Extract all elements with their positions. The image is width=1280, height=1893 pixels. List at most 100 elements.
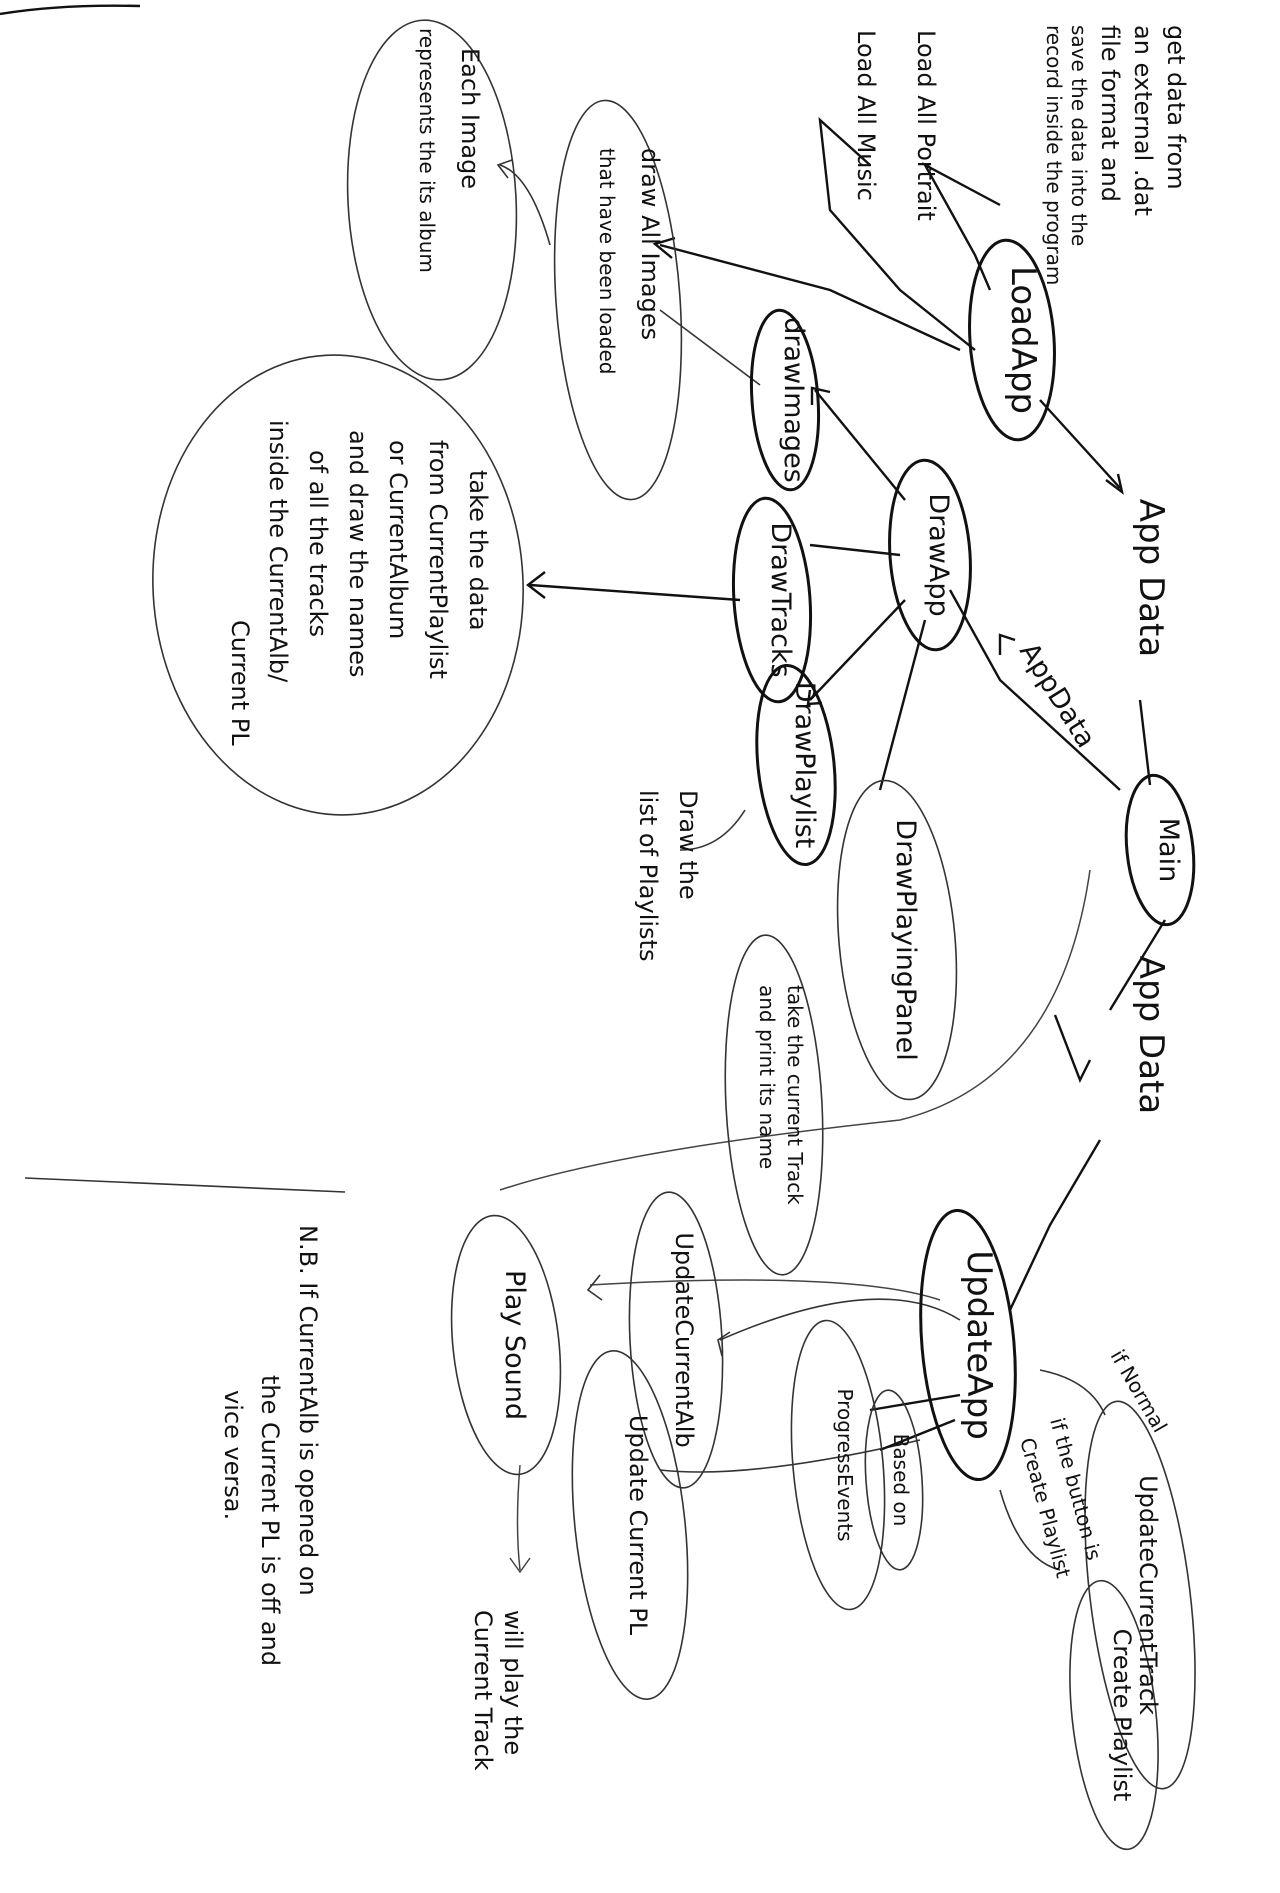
arrowhead	[652, 236, 676, 259]
edge-drawplaylist-drawlist	[679, 809, 746, 851]
note-take-data-line-2: from CurrentPlaylist	[424, 440, 452, 679]
node-label-updatecurrenttrack: UpdateCurrentTrack	[1134, 1475, 1162, 1715]
node-shape-updatecurrentpl	[571, 1350, 689, 1700]
arrowhead	[717, 1331, 731, 1357]
note-take-current-track-line-1: take the current Track	[783, 985, 807, 1205]
node-label-drawimages: drawImages	[778, 317, 809, 483]
note-each-image-line-1: Each Image	[456, 48, 484, 189]
edge-updateapp-currenttrack	[1039, 1369, 1106, 1416]
node-shape-drawplaylist	[755, 663, 837, 867]
edge-main-drawapp	[948, 589, 1121, 791]
note-take-data-line-6: inside the CurrentAlb/	[264, 420, 292, 683]
node-shape-takecurrenttrack	[724, 934, 824, 1276]
edge-drawapp-drawtracks	[809, 543, 901, 557]
node-label-updateapp: UpdateApp	[959, 1250, 999, 1440]
note-take-data-line-1: take the data	[464, 470, 492, 631]
note-get-data-line-2: an external .dat	[1129, 25, 1157, 216]
edge-updateapp-playsound	[589, 1279, 941, 1301]
edge-appdata-main	[1138, 699, 1152, 786]
node-label-basedon: Based on	[889, 1434, 913, 1527]
node-label-drawapp: DrawApp	[923, 493, 954, 616]
node-label-appdata-top: App Data	[1131, 499, 1171, 657]
node-label-createplaylist: Create Playlist	[1108, 1629, 1136, 1802]
edge-main-playsound	[499, 869, 1091, 1191]
arrowhead	[806, 689, 823, 706]
note-get-data-line-1: get data from	[1162, 25, 1190, 190]
edge-updateapp-currentpl	[659, 1439, 921, 1473]
edge-updateapp-basedon	[879, 1418, 956, 1452]
node-shape-loadapp	[968, 238, 1056, 442]
note-take-data-line-5: of all the tracks	[304, 450, 332, 637]
edge-drawapp-drawimages	[814, 389, 906, 501]
node-label-appdata-right: App Data	[1131, 956, 1171, 1114]
edge-updateapp-events	[869, 1393, 961, 1412]
edge-drawapp-drawplaylist	[809, 599, 906, 701]
note-take-data-line-7: Current PL	[226, 620, 254, 746]
note-get-data-line-5: record inside the program	[1042, 25, 1066, 285]
edge-loadapp-appdata	[1039, 399, 1121, 489]
arrowhead	[509, 1557, 531, 1574]
node-shape-playsound	[450, 1214, 562, 1476]
arrowhead	[1105, 473, 1124, 495]
note-take-data-line-3: or CurrentAlbum	[384, 440, 412, 639]
edge-drawimages-drawallimages	[659, 309, 761, 386]
arrowhead	[586, 1274, 603, 1301]
note-shape-takedata	[152, 354, 524, 816]
note-draw-list-line-2: list of Playlists	[634, 790, 662, 961]
node-label-drawplaylist: DrawPlaylist	[789, 682, 820, 848]
note-take-data-line-4: and draw the names	[344, 430, 372, 677]
edge-appdata-updateapp	[1008, 1139, 1102, 1311]
edge-loadapp-music	[818, 116, 976, 351]
arrowhead	[496, 159, 513, 179]
note-shape-drawallimages	[553, 99, 683, 501]
note-load-portrait: Load All Portrait	[912, 30, 940, 221]
note-nb-line-3: vice versa.	[219, 1390, 247, 1520]
note-nb-line-2: the Current PL is off and	[256, 1375, 284, 1666]
node-shape-drawimages	[749, 308, 821, 492]
node-shape-processevents	[790, 1319, 886, 1611]
edge-updateapp-createplaylist	[999, 1489, 1061, 1571]
edge-load-drawallimages	[659, 243, 961, 352]
node-shape-updateapp	[919, 1208, 1017, 1482]
node-shape-main	[1124, 773, 1196, 927]
edge-drawallimages-eachimage	[499, 164, 551, 246]
node-label-playsound: Play Sound	[499, 1270, 530, 1420]
stray-stroke-top	[0, 4, 141, 16]
note-get-data-line-4: save the data into the	[1067, 25, 1091, 246]
arrowhead	[810, 386, 831, 405]
node-label-main: Main	[1153, 818, 1184, 882]
arrowhead	[526, 571, 546, 599]
node-label-processevents: ProgressEvents	[833, 1388, 857, 1541]
edge-drawapp-playingpanel	[878, 619, 927, 791]
node-label-drawplayingpanel: DrawPlayingPanel	[890, 819, 921, 1060]
note-will-play-line-2: Current Track	[469, 1610, 497, 1771]
note-load-music: Load All Music	[852, 30, 880, 201]
node-label-loadapp: LoadApp	[1003, 266, 1043, 414]
node-label-appdata-mid: AppData	[1013, 638, 1101, 754]
node-shape-drawtracks	[731, 496, 813, 704]
divider-line	[24, 1177, 346, 1193]
node-label-updatecurrentpl: Update Current PL	[624, 1415, 652, 1636]
node-shape-updatecurrentalb	[628, 1191, 724, 1489]
note-take-current-track-line-2: and print its name	[755, 985, 779, 1169]
node-shape-basedon	[864, 1389, 924, 1571]
edge-loadapp-portrait	[921, 162, 1001, 291]
edge-playsound-willplay	[516, 1464, 521, 1571]
note-if-normal: if Normal	[1106, 1346, 1172, 1437]
note-get-data-line-3: file format and	[1096, 25, 1124, 202]
edge-updateapp-currentalb	[719, 1298, 961, 1341]
node-label-updatecurrentalb: UpdateCurrentAlb	[670, 1232, 698, 1447]
note-shape-eachimage	[346, 19, 518, 381]
edge-drawtracks-takedata	[529, 583, 741, 602]
node-label-drawtracks: DrawTracks	[765, 522, 796, 677]
edge-main-appdata-right	[1108, 919, 1167, 1011]
node-shape-drawplayingpanel	[836, 779, 958, 1101]
note-nb-line-1: N.B. If CurrentAlb is opened on	[294, 1225, 322, 1596]
node-shape-createplaylist	[1069, 1579, 1159, 1851]
arrowhead	[1053, 1014, 1092, 1083]
note-draw-all-images-line-1: draw All Images	[636, 148, 664, 340]
node-shape-updatecurrenttrack	[1084, 1400, 1196, 1790]
note-draw-all-images-line-2: that have been loaded	[595, 148, 619, 374]
